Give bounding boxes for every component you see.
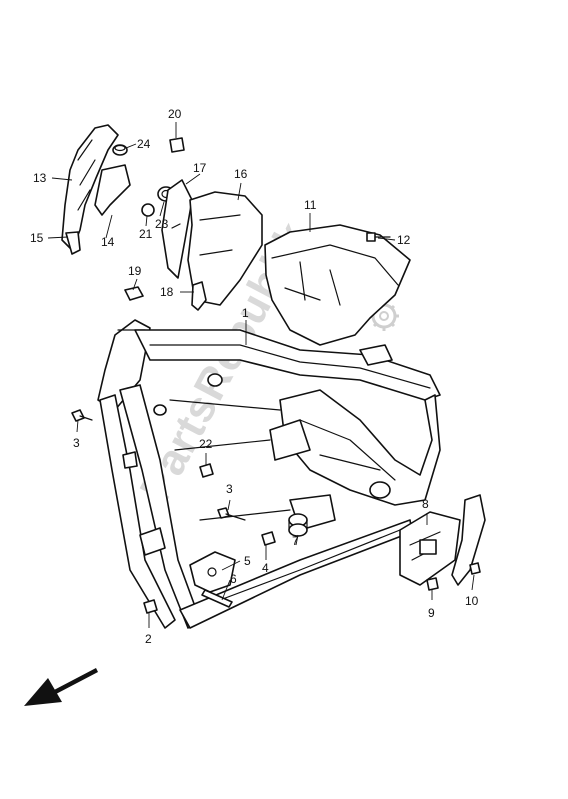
- callout-24: 24: [137, 137, 151, 151]
- callout-14: 14: [101, 235, 115, 249]
- bracket-14: [94, 164, 131, 216]
- callout-12: 12: [397, 233, 411, 247]
- nut-4: [261, 531, 276, 546]
- callout-3a: 3: [73, 436, 80, 450]
- front-arrow-icon: [24, 668, 98, 706]
- bushing-7: [288, 513, 308, 537]
- bracket-8: [399, 511, 461, 586]
- cover-16: [187, 191, 263, 306]
- side-cover-left: [61, 124, 119, 255]
- grommet-24: [112, 144, 128, 156]
- plate-18: [191, 281, 207, 311]
- bolt-9: [426, 577, 439, 591]
- callout-1: 1: [242, 306, 249, 320]
- callout-19: 19: [128, 264, 142, 278]
- cover-17: [161, 179, 193, 279]
- cushion-20: [169, 137, 185, 153]
- leader-lines: [47, 122, 475, 628]
- callout-13: 13: [33, 171, 47, 185]
- callout-11: 11: [304, 198, 317, 212]
- bolt-12: [366, 232, 391, 242]
- callout-6: 6: [230, 572, 237, 586]
- callout-16: 16: [234, 167, 248, 181]
- battery-box-11: [264, 224, 411, 346]
- callout-7: 7: [292, 534, 299, 548]
- bolt-2: [143, 599, 158, 614]
- grommet-21: [141, 203, 155, 217]
- callout-9: 9: [428, 606, 435, 620]
- callout-8: 8: [422, 497, 429, 511]
- callout-4: 4: [262, 561, 269, 575]
- bolt-3-lower: [217, 507, 246, 521]
- callout-10: 10: [465, 594, 479, 608]
- callout-18: 18: [160, 285, 174, 299]
- callout-17: 17: [193, 161, 207, 175]
- callout-21: 21: [139, 227, 153, 241]
- frame-main-1: [97, 319, 441, 629]
- cushion-19: [124, 286, 144, 301]
- bolt-10: [469, 562, 481, 575]
- callout-15: 15: [30, 231, 44, 245]
- plate-10: [451, 494, 486, 586]
- callout-22: 22: [199, 437, 213, 451]
- nut-22: [199, 463, 214, 478]
- callouts: 1 2 3 3 4 5 6 7 8 9 10 11 12 13 14 15 16…: [30, 107, 479, 646]
- callout-23: 23: [155, 217, 169, 231]
- callout-20: 20: [168, 107, 182, 121]
- callout-5: 5: [244, 554, 251, 568]
- callout-3b: 3: [226, 482, 233, 496]
- bolt-3-upper: [71, 409, 93, 422]
- engine-mount-5: [189, 551, 236, 593]
- callout-2: 2: [145, 632, 152, 646]
